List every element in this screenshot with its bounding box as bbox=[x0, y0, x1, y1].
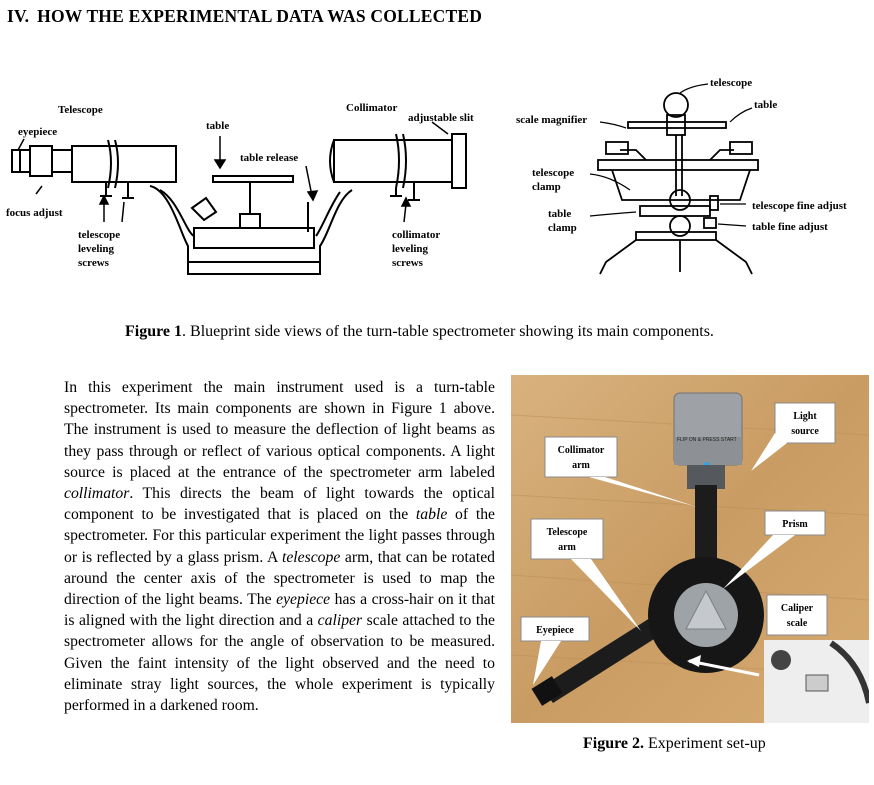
device-sticker: FLIP ON & PRESS START bbox=[677, 437, 737, 443]
label-light-source-1: Light bbox=[793, 411, 817, 422]
label-collimator-arm-1: Collimator bbox=[558, 445, 605, 456]
label-table-release: table release bbox=[240, 152, 298, 164]
label-light-source-2: source bbox=[791, 426, 819, 437]
label-telescope: Telescope bbox=[58, 104, 103, 116]
figure1-caption-text: . Blueprint side views of the turn-table… bbox=[182, 323, 714, 340]
label-prism: Prism bbox=[782, 519, 808, 530]
label-collimator: Collimator bbox=[346, 102, 397, 114]
body-text-3: of the spectrometer. For this particular… bbox=[64, 506, 496, 566]
body-emph-eyepiece: eyepiece bbox=[276, 591, 331, 609]
body-paragraph: In this experiment the main instrument u… bbox=[64, 377, 495, 716]
figure2-caption-label: Figure 2. bbox=[583, 735, 645, 752]
label-telescope-fine-adjust: telescope fine adjust bbox=[752, 200, 847, 212]
label-table-clamp-2: clamp bbox=[548, 222, 577, 234]
figure1-side-view-drawing: Telescope eyepiece focus adjust telescop… bbox=[6, 102, 474, 275]
label-telescope-leveling-1: telescope bbox=[78, 229, 120, 241]
label-collimator-leveling-2: leveling bbox=[392, 243, 429, 255]
label-collimator-arm-2: arm bbox=[572, 460, 590, 471]
figure1-front-view-drawing: telescope table scale magnifier telescop… bbox=[516, 77, 847, 275]
figure1-caption-label: Figure 1 bbox=[125, 323, 183, 340]
label-telescope-arm-2: arm bbox=[558, 542, 576, 553]
body-emph-caliper: caliper bbox=[317, 612, 363, 630]
body-text-5: has a cross-hair on it that is aligned w… bbox=[64, 591, 495, 630]
label-eyepiece: eyepiece bbox=[18, 126, 57, 138]
label-table-fine-adjust: table fine adjust bbox=[752, 221, 828, 233]
label-telescope-leveling-3: screws bbox=[78, 257, 110, 269]
label-telescope-arm-1: Telescope bbox=[547, 527, 588, 538]
section-title: HOW THE EXPERIMENTAL DATA WAS COLLECTED bbox=[37, 6, 483, 26]
figure2-caption: Figure 2. Experiment set-up bbox=[583, 735, 766, 753]
label-adjustable-slit: adjustable slit bbox=[408, 112, 474, 124]
section-number: IV. bbox=[7, 6, 30, 26]
label-eyepiece-photo: Eyepiece bbox=[536, 625, 574, 636]
label-telescope-front: telescope bbox=[710, 77, 752, 89]
label-telescope-clamp-2: clamp bbox=[532, 181, 561, 193]
figure2-photo: FLIP ON & PRESS START Light source Colli… bbox=[511, 375, 869, 723]
label-table-clamp-1: table bbox=[548, 208, 571, 220]
figure1-caption: Figure 1. Blueprint side views of the tu… bbox=[125, 323, 714, 341]
label-telescope-clamp-1: telescope bbox=[532, 167, 574, 179]
label-table: table bbox=[206, 120, 229, 132]
body-emph-table: table bbox=[415, 506, 448, 524]
body-text-1: In this experiment the main instrument u… bbox=[64, 379, 495, 481]
label-telescope-leveling-2: leveling bbox=[78, 243, 115, 255]
label-collimator-leveling-1: collimator bbox=[392, 229, 440, 241]
label-collimator-leveling-3: screws bbox=[392, 257, 424, 269]
body-text-2: . This directs the beam of light towards… bbox=[64, 485, 495, 524]
label-table-front: table bbox=[754, 99, 777, 111]
label-focus-adjust: focus adjust bbox=[6, 207, 63, 219]
label-scale-magnifier: scale magnifier bbox=[516, 114, 587, 126]
body-text-4: arm, that can be rotated around the cent… bbox=[64, 548, 495, 609]
label-caliper-scale-1: Caliper bbox=[781, 603, 814, 614]
body-text-6: scale attached to the spectrometer allow… bbox=[64, 612, 496, 715]
figure2-caption-text: Experiment set-up bbox=[644, 735, 766, 752]
label-caliper-scale-2: scale bbox=[787, 618, 808, 629]
body-emph-collimator: collimator bbox=[64, 485, 130, 503]
body-emph-telescope: telescope bbox=[281, 548, 341, 566]
section-heading: IV. HOW THE EXPERIMENTAL DATA WAS COLLECT… bbox=[7, 6, 482, 27]
